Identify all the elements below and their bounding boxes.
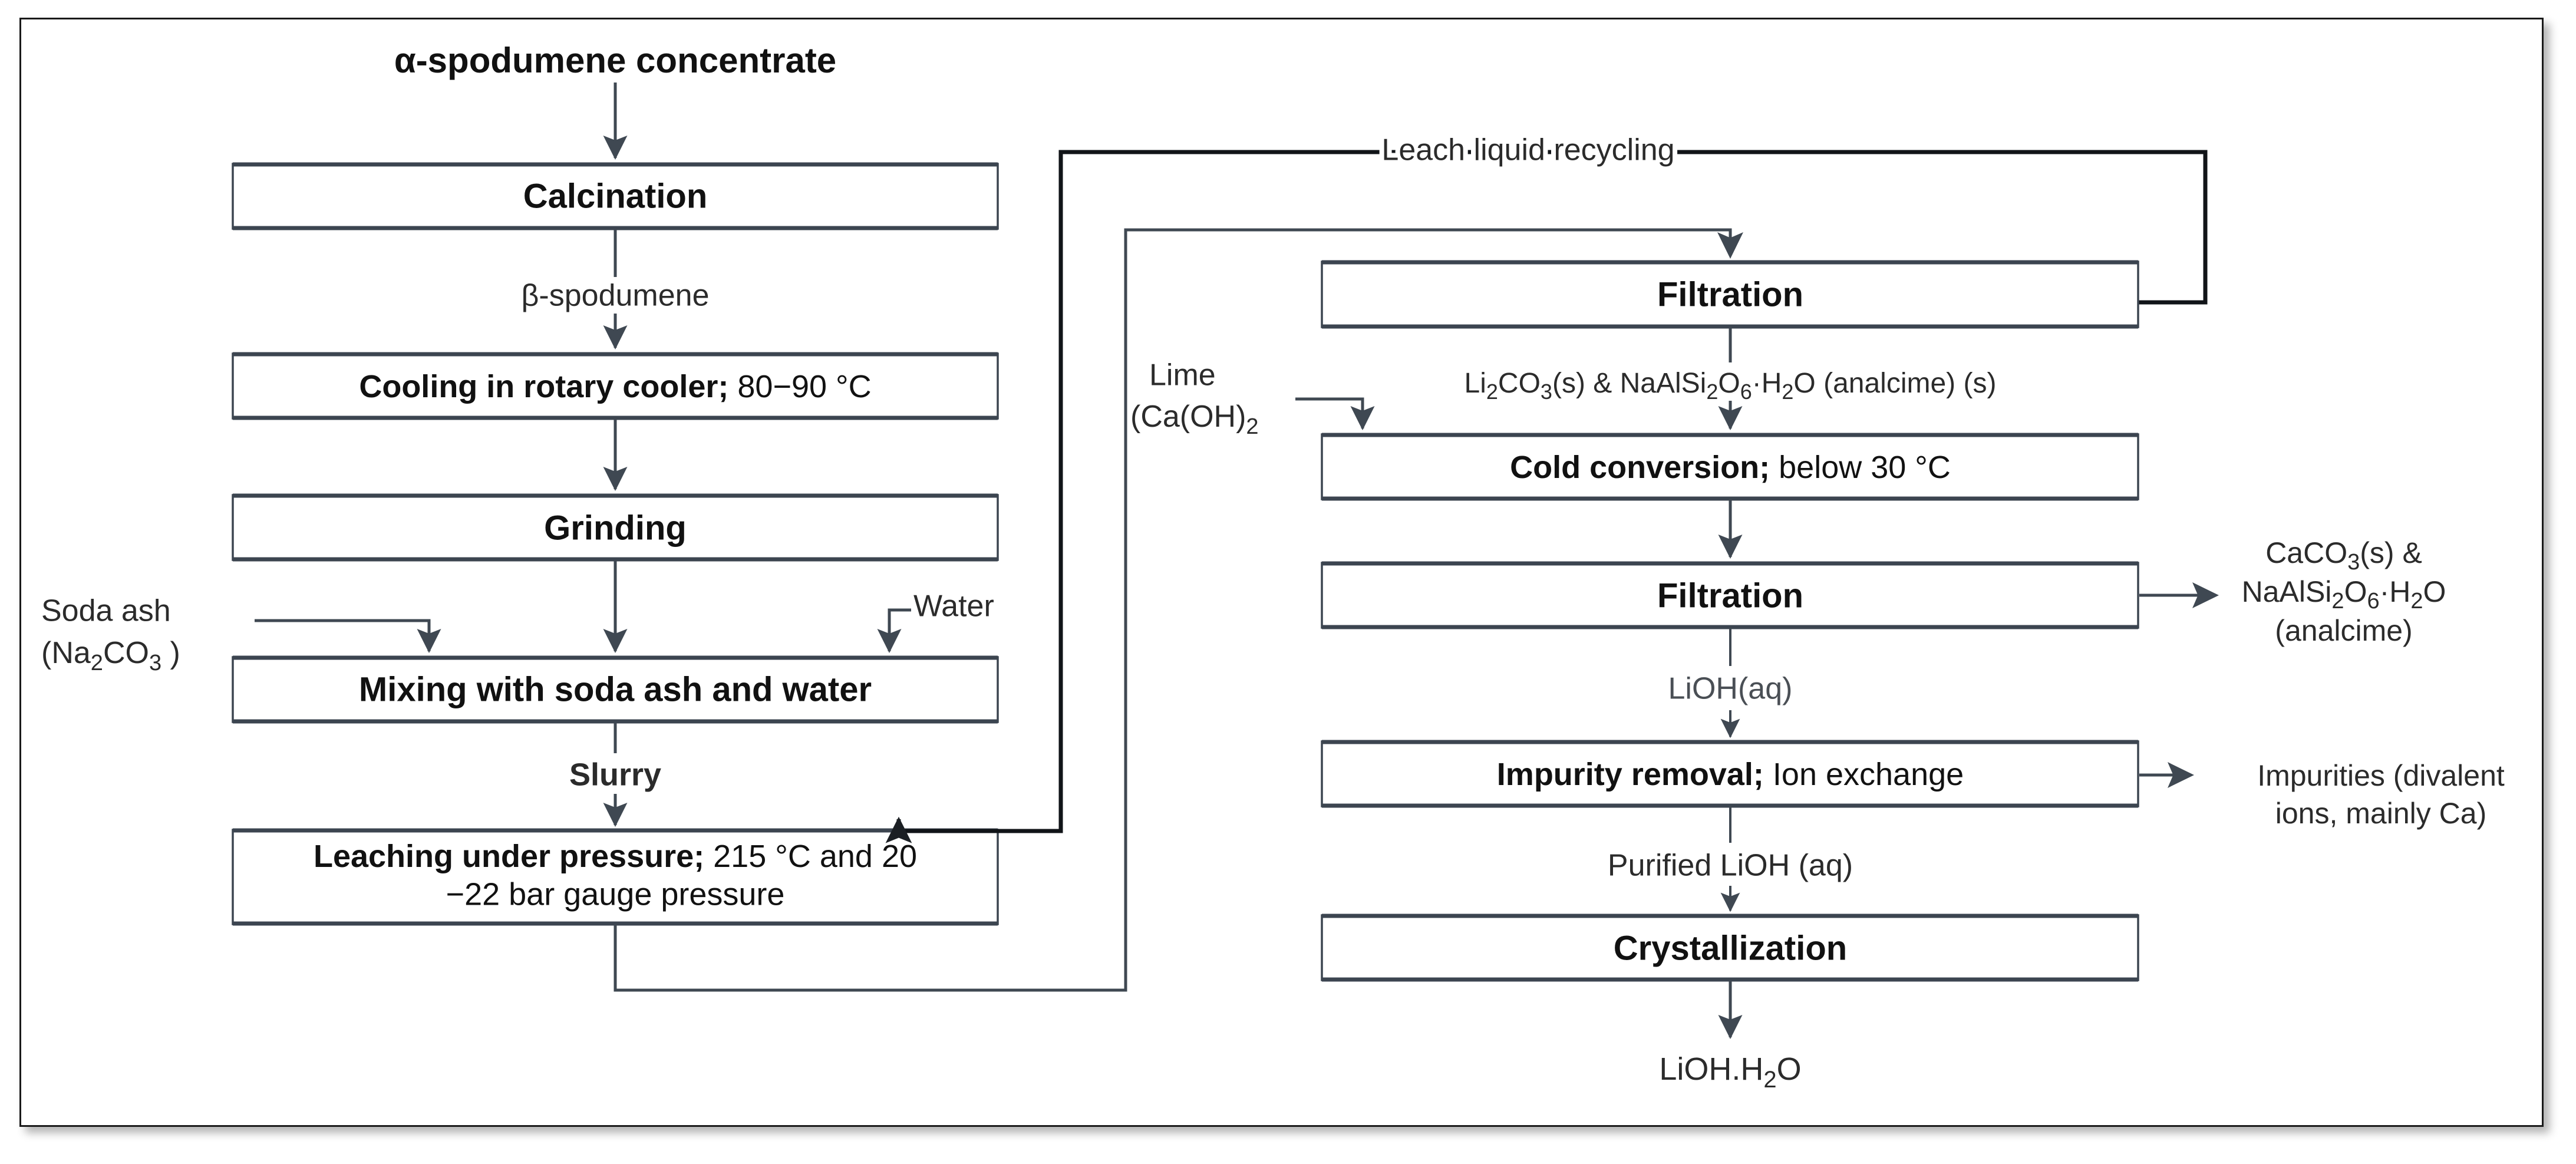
label-product-lioh-h2o: LiOH.H2O bbox=[1659, 1051, 1801, 1092]
box-mixing-label: Mixing with soda ash and water bbox=[359, 670, 872, 708]
box-cold-conversion: Cold conversion; below 30 °C bbox=[1321, 433, 2139, 501]
label-soda-ash-line1: Soda ash bbox=[41, 594, 171, 628]
box-grinding-label: Grinding bbox=[544, 509, 687, 547]
arrow-soda-ash-to-mixing bbox=[255, 619, 441, 654]
label-impurities-out-line1: Impurities (divalent bbox=[2257, 759, 2505, 792]
box-leaching-label-line2: −22 bar gauge pressure bbox=[446, 876, 785, 912]
box-cooling: Cooling in rotary cooler; 80−90 °C bbox=[232, 352, 999, 420]
box-filtration-1-label: Filtration bbox=[1657, 275, 1803, 314]
svg-text:Impurity removal; Ion exchange: Impurity removal; Ion exchange bbox=[1497, 757, 1964, 792]
box-cooling-label-bold: Cooling in rotary cooler; bbox=[359, 369, 728, 404]
svg-text:Cooling in rotary cooler; 80−9: Cooling in rotary cooler; 80−90 °C bbox=[359, 369, 871, 404]
box-crystallization-label: Crystallization bbox=[1614, 929, 1847, 967]
label-water: Water bbox=[913, 589, 994, 624]
box-filtration-2: Filtration bbox=[1321, 561, 2139, 629]
arrow-water-to-mixing bbox=[877, 608, 911, 654]
line-leach-liquid-recycling bbox=[885, 150, 2208, 843]
label-caco3-out-line2: NaAlSi2O6·H2O bbox=[2242, 575, 2446, 614]
box-leaching-label-plain: 215 °C and 20 bbox=[704, 839, 917, 874]
box-cold-conversion-label-bold: Cold conversion; bbox=[1510, 450, 1770, 485]
box-mixing: Mixing with soda ash and water bbox=[232, 655, 999, 724]
box-impurity-removal: Impurity removal; Ion exchange bbox=[1321, 740, 2139, 808]
label-soda-ash-line2: (Na2CO3 ) bbox=[41, 636, 180, 675]
box-crystallization: Crystallization bbox=[1321, 914, 2139, 982]
svg-text:Leaching under pressure; 215: Leaching under pressure; 215 °C and 20 bbox=[314, 839, 917, 874]
label-solids-li2co3-analcime: Li2CO3(s) & NaAlSi2O6·H2O (analcime) (s) bbox=[1465, 368, 1997, 404]
label-impurities-out-line2: ions, mainly Ca) bbox=[2275, 797, 2486, 830]
box-cold-conversion-label-plain: below 30 °C bbox=[1770, 450, 1951, 485]
box-impurity-removal-label-plain: Ion exchange bbox=[1764, 757, 1964, 792]
box-filtration-1: Filtration bbox=[1321, 260, 2139, 329]
svg-text:Cold conversion; below 30 °C: Cold conversion; below 30 °C bbox=[1510, 450, 1951, 485]
label-lime-line2: (Ca(OH)2 bbox=[1130, 400, 1259, 439]
label-caco3-out-line1: CaCO3(s) & bbox=[2265, 536, 2422, 575]
box-leaching-label-bold: Leaching under pressure; bbox=[314, 839, 704, 874]
label-caco3-out-line3: (analcime) bbox=[2275, 614, 2412, 647]
box-impurity-removal-label-bold: Impurity removal; bbox=[1497, 757, 1764, 792]
box-calcination-label: Calcination bbox=[523, 177, 708, 215]
box-leaching: Leaching under pressure; 215 °C and 20 −… bbox=[232, 828, 999, 926]
label-lioh-aq: LiOH(aq) bbox=[1668, 672, 1793, 706]
label-purified-lioh: Purified LiOH (aq) bbox=[1608, 849, 1853, 883]
box-filtration-2-label: Filtration bbox=[1657, 576, 1803, 615]
box-cooling-label-plain: 80−90 °C bbox=[728, 369, 871, 404]
box-calcination: Calcination bbox=[232, 162, 999, 230]
line-leach-to-filtration bbox=[614, 228, 1743, 992]
arrow-lime-to-coldconv bbox=[1295, 397, 1375, 431]
label-leach-liquid-recycling: Leach liquid recycling bbox=[1381, 133, 1674, 167]
label-slurry: Slurry bbox=[569, 757, 661, 792]
label-lime-line1: Lime bbox=[1149, 358, 1216, 393]
feed-label: α-spodumene concentrate bbox=[394, 41, 836, 80]
box-grinding: Grinding bbox=[232, 493, 999, 562]
label-beta-spodumene: β-spodumene bbox=[522, 279, 710, 313]
